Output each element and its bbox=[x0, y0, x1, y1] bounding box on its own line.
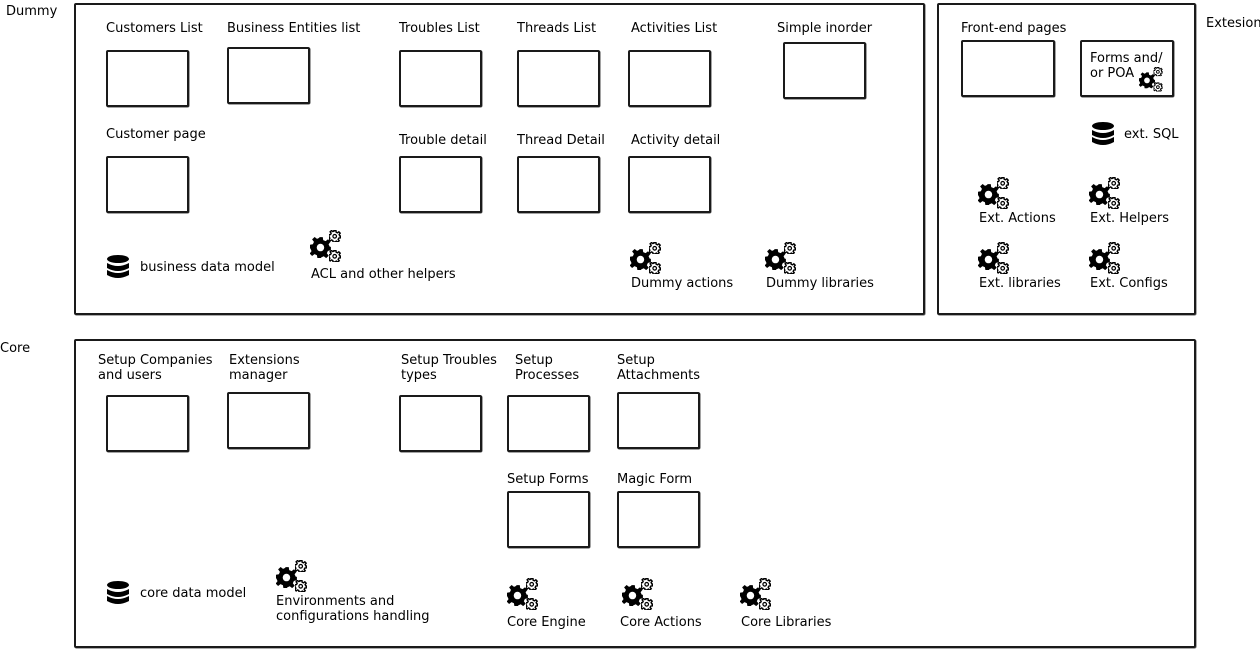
thread-detail-label: Thread Detail bbox=[517, 133, 605, 148]
ext-sql-label: ext. SQL bbox=[1124, 127, 1179, 142]
customer-page-label: Customer page bbox=[106, 127, 206, 142]
ext-configs-label: Ext. Configs bbox=[1090, 276, 1168, 291]
front-end-pages-box[interactable] bbox=[961, 40, 1055, 97]
database-icon bbox=[106, 580, 130, 608]
front-end-pages-label: Front-end pages bbox=[961, 21, 1067, 36]
core-data-model-label: core data model bbox=[140, 586, 247, 601]
activities-list-label: Activities List bbox=[631, 21, 718, 36]
setup-companies-label: Setup Companies and users bbox=[98, 353, 213, 383]
dummy-region bbox=[74, 3, 925, 315]
customers-list-label: Customers List bbox=[106, 21, 203, 36]
dummy-libraries-label: Dummy libraries bbox=[766, 276, 874, 291]
customers-list-box[interactable] bbox=[106, 50, 189, 107]
extensions-manager-box[interactable] bbox=[227, 392, 310, 449]
troubles-list-box[interactable] bbox=[399, 50, 482, 107]
business-entities-list-box[interactable] bbox=[227, 47, 310, 104]
ext-helpers-label: Ext. Helpers bbox=[1090, 211, 1170, 226]
setup-forms-label: Setup Forms bbox=[507, 472, 589, 487]
gears-icon bbox=[978, 242, 1012, 276]
thread-detail-box[interactable] bbox=[517, 156, 600, 213]
setup-attachments-box[interactable] bbox=[617, 392, 700, 449]
setup-processes-box[interactable] bbox=[507, 395, 590, 452]
gears-icon bbox=[310, 230, 344, 264]
gears-icon bbox=[1139, 67, 1165, 93]
section-label-core: Core bbox=[0, 341, 31, 356]
setup-attachments-label: Setup Attachments bbox=[617, 353, 700, 383]
acl-helpers-label: ACL and other helpers bbox=[311, 267, 456, 282]
forms-poa-label: Forms and/ or POA bbox=[1090, 51, 1163, 81]
database-icon bbox=[106, 254, 130, 282]
business-data-model-label: business data model bbox=[140, 260, 275, 275]
ext-actions-label: Ext. Actions bbox=[979, 211, 1056, 226]
gears-icon bbox=[1089, 177, 1123, 211]
magic-form-box[interactable] bbox=[617, 491, 700, 548]
setup-processes-label: Setup Processes bbox=[515, 353, 580, 383]
trouble-detail-label: Trouble detail bbox=[399, 133, 487, 148]
gears-icon bbox=[740, 578, 774, 612]
core-engine-label: Core Engine bbox=[507, 615, 586, 630]
gears-icon bbox=[507, 578, 541, 612]
env-config-label: Environments and configurations handling bbox=[276, 594, 430, 624]
extensions-manager-label: Extensions manager bbox=[229, 353, 300, 383]
gears-icon bbox=[978, 177, 1012, 211]
setup-troubles-label: Setup Troubles types bbox=[401, 353, 497, 383]
activity-detail-label: Activity detail bbox=[631, 133, 721, 148]
core-actions-label: Core Actions bbox=[620, 615, 702, 630]
threads-list-box[interactable] bbox=[517, 50, 600, 107]
dummy-actions-label: Dummy actions bbox=[631, 276, 734, 291]
customer-page-box[interactable] bbox=[106, 156, 189, 213]
extension-region bbox=[937, 3, 1196, 315]
gears-icon bbox=[765, 242, 799, 276]
troubles-list-label: Troubles List bbox=[399, 21, 480, 36]
gears-icon bbox=[630, 242, 664, 276]
activity-detail-box[interactable] bbox=[628, 156, 711, 213]
setup-troubles-box[interactable] bbox=[399, 395, 482, 452]
core-libraries-label: Core Libraries bbox=[741, 615, 832, 630]
section-label-dummy: Dummy bbox=[6, 4, 58, 19]
threads-list-label: Threads List bbox=[517, 21, 597, 36]
magic-form-label: Magic Form bbox=[617, 472, 693, 487]
gears-icon bbox=[1089, 242, 1123, 276]
trouble-detail-box[interactable] bbox=[399, 156, 482, 213]
database-icon bbox=[1091, 121, 1115, 149]
setup-forms-box[interactable] bbox=[507, 491, 590, 548]
simple-inorder-box[interactable] bbox=[783, 42, 866, 99]
simple-inorder-label: Simple inorder bbox=[777, 21, 873, 36]
activities-list-box[interactable] bbox=[628, 50, 711, 107]
ext-libraries-label: Ext. libraries bbox=[979, 276, 1061, 291]
gears-icon bbox=[276, 560, 310, 594]
core-region bbox=[74, 339, 1196, 648]
section-label-extension: Extesion bbox=[1206, 16, 1260, 31]
gears-icon bbox=[622, 578, 656, 612]
forms-poa-box[interactable]: Forms and/ or POA bbox=[1080, 40, 1174, 97]
business-entities-list-label: Business Entities list bbox=[227, 21, 361, 36]
setup-companies-box[interactable] bbox=[106, 395, 189, 452]
